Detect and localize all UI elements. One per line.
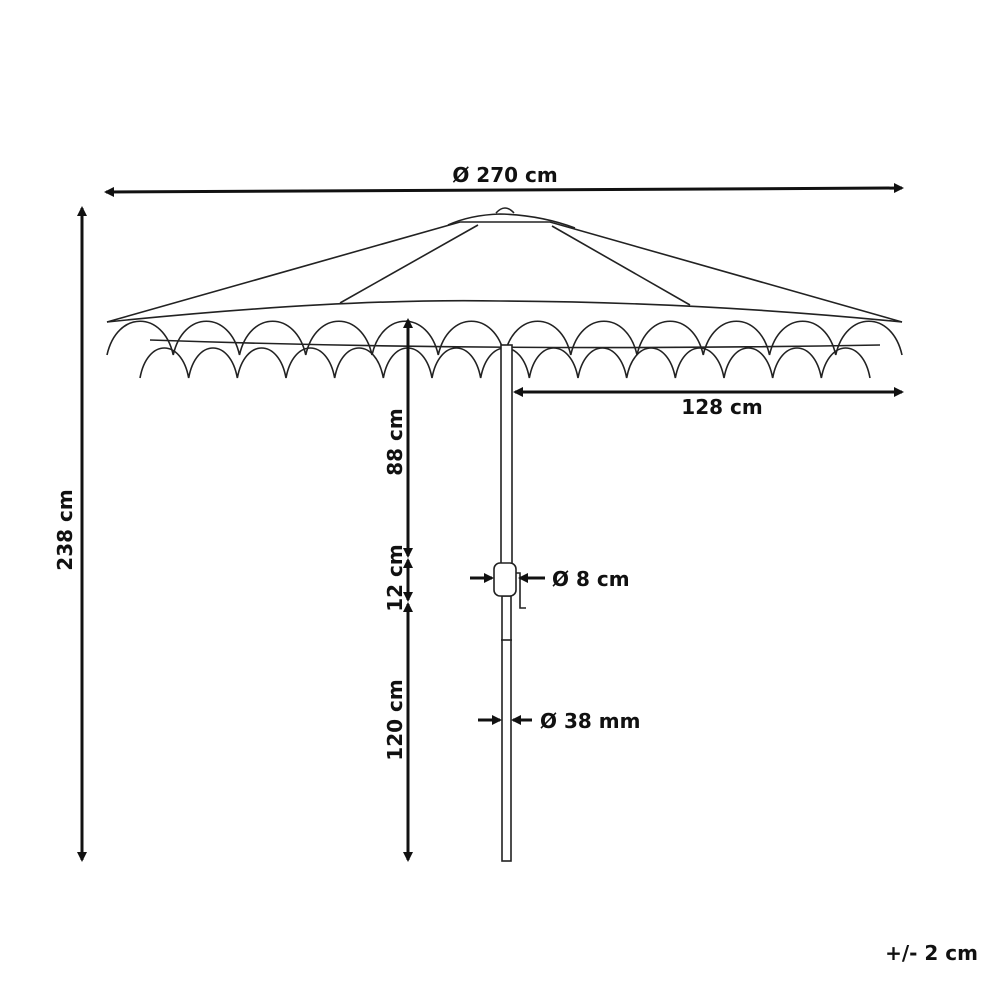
diameter-label: Ø 270 cm bbox=[452, 163, 557, 187]
canopy-rib-right bbox=[551, 225, 691, 306]
crank-housing bbox=[493, 562, 517, 597]
clearance-label: 88 cm bbox=[383, 408, 407, 476]
diameter-arrow bbox=[104, 183, 904, 197]
pole-lower bbox=[501, 595, 512, 862]
lower-pole-label: 120 cm bbox=[383, 679, 407, 760]
dimension-lines bbox=[77, 183, 904, 862]
crank-diameter-label: Ø 8 cm bbox=[552, 567, 630, 591]
umbrella-drawing bbox=[106, 207, 903, 862]
canopy-rib-left bbox=[339, 224, 479, 304]
radius-label: 128 cm bbox=[681, 395, 762, 419]
pole-diameter-label: Ø 38 mm bbox=[540, 709, 640, 733]
diameter-pointers bbox=[470, 573, 545, 725]
canopy-lower-line bbox=[149, 339, 881, 349]
canopy-hem-line bbox=[106, 299, 903, 323]
pole-upper bbox=[500, 344, 513, 566]
total-height-label: 238 cm bbox=[53, 489, 77, 570]
canopy-outline bbox=[106, 221, 903, 323]
canopy-top-cap bbox=[447, 207, 576, 229]
tolerance-label: +/- 2 cm bbox=[885, 941, 978, 965]
crank-section-label: 12 cm bbox=[383, 544, 407, 612]
